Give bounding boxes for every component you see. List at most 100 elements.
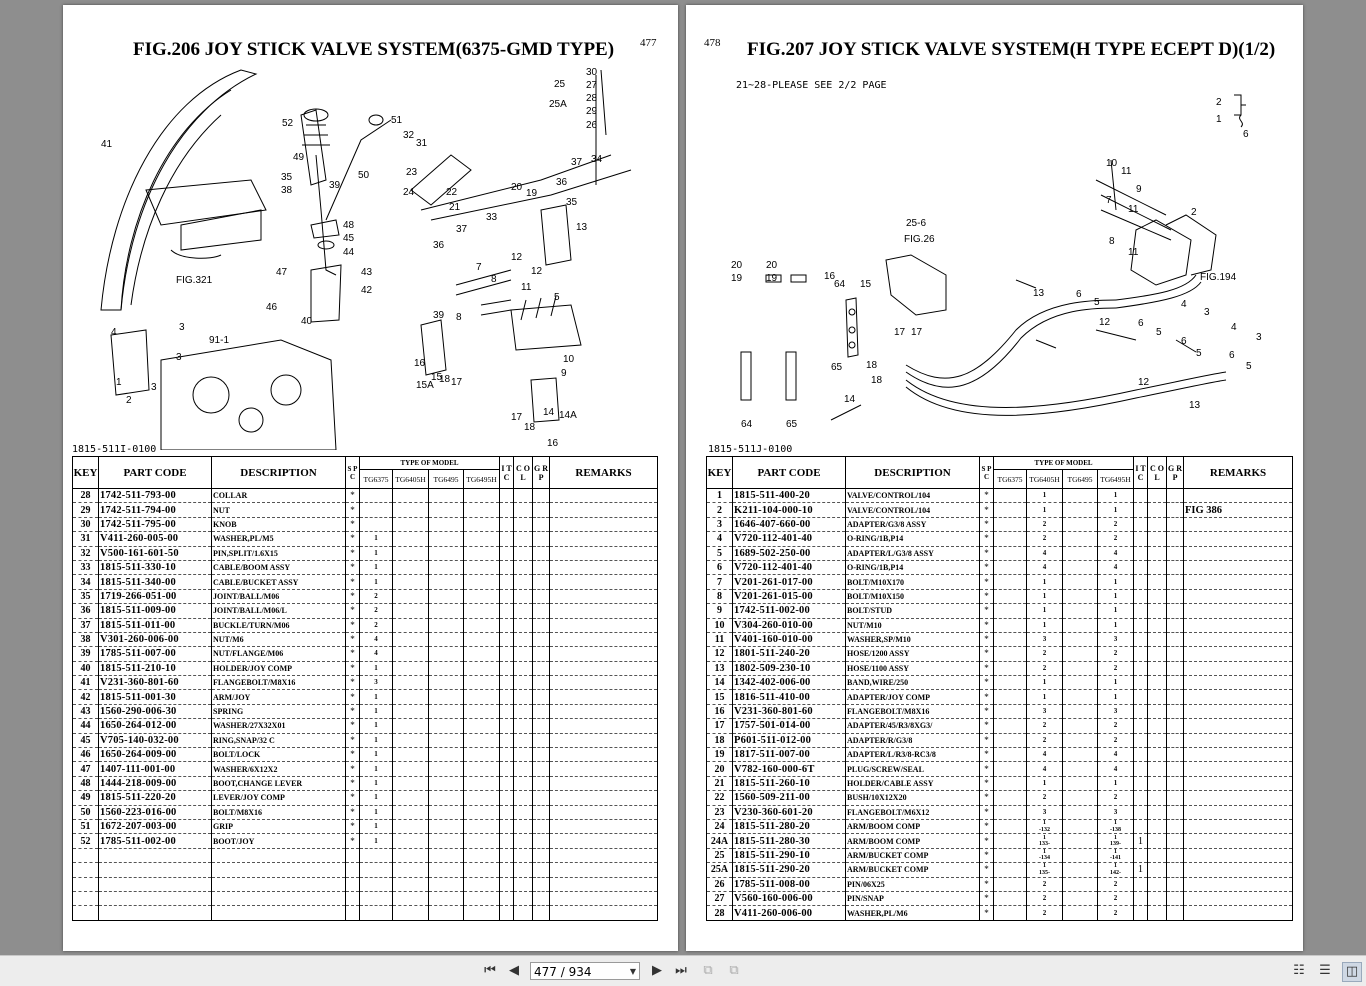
cell-code: 1650-264-009-00: [98, 747, 212, 762]
cell-q2-part: 1: [1043, 848, 1046, 855]
cell-desc: BOLT/STUD: [845, 603, 980, 619]
cell-rem: [1183, 747, 1294, 762]
cell-q4: [462, 775, 501, 791]
cell-empty: [1166, 574, 1185, 590]
single-page-view-icon[interactable]: ☷: [1293, 963, 1305, 978]
cell-itc: [499, 804, 515, 820]
cell-key: 33: [72, 559, 99, 575]
cell-empty: [1166, 488, 1185, 503]
cell-empty: [513, 833, 534, 849]
col-spc-header: S P C: [979, 456, 994, 489]
col-model-1-header: TG6375: [993, 469, 1027, 489]
two-page-view-icon[interactable]: ◫: [1342, 962, 1362, 982]
cell-spc: [345, 862, 360, 878]
cell-q3: [1062, 559, 1098, 575]
cell-desc: PLUG/SCREW/SEAL: [845, 761, 980, 777]
cell-rem: [1183, 818, 1294, 834]
continuous-view-icon[interactable]: ☰: [1319, 963, 1331, 978]
cell-empty: [1147, 603, 1168, 619]
cell-code: 1646-407-660-00: [732, 516, 846, 532]
col-key-header: KEY: [706, 456, 733, 489]
svg-text:34: 34: [591, 154, 603, 165]
cell-key: 21: [706, 775, 733, 791]
cell-desc: ARM/BUCKET COMP: [845, 847, 980, 863]
cell-empty: [532, 675, 551, 690]
cell-q3: [1062, 502, 1098, 518]
back-view-icon[interactable]: ⧉: [703, 963, 713, 978]
cell-desc: O-RING/1B,P14: [845, 559, 980, 575]
cell-q4: 2: [1096, 905, 1135, 921]
cell-rem: [1183, 559, 1294, 575]
previous-page-icon[interactable]: ◀: [509, 963, 519, 978]
cell-q4: [462, 516, 501, 532]
cell-q1: 2: [359, 617, 393, 633]
cell-empty: [1147, 574, 1168, 590]
next-page-icon[interactable]: ▶: [652, 963, 662, 978]
cell-q4: 2: [1096, 890, 1135, 906]
cell-key: 42: [72, 689, 99, 705]
cell-empty: [532, 703, 551, 719]
col-remarks-header: REMARKS: [549, 456, 659, 489]
cell-spc: *: [979, 675, 994, 690]
cell-q1: [993, 588, 1027, 604]
cell-code: 1785-511-002-00: [98, 833, 212, 849]
cell-desc: WASHER,PL/M5: [211, 531, 346, 547]
cell-spc: *: [345, 516, 360, 532]
cell-q1: [993, 516, 1027, 532]
cell-itc: [499, 660, 515, 676]
forward-view-icon[interactable]: ⧉: [729, 963, 739, 978]
cell-q4: 3: [1096, 631, 1135, 647]
cell-desc: NUT: [211, 502, 346, 518]
cell-desc: PIN/SNAP: [845, 890, 980, 906]
cell-empty: [513, 890, 534, 906]
svg-text:35: 35: [281, 172, 293, 183]
cell-code: V231-360-801-60: [732, 703, 846, 719]
cell-q4: [462, 660, 501, 676]
cell-key: [72, 847, 99, 863]
cell-q3: [1062, 862, 1098, 878]
cell-key: 15: [706, 689, 733, 705]
left-fig-ref: FIG.321: [176, 275, 213, 286]
cell-desc: ADAPTER/L/R3/8-RC3/8: [845, 747, 980, 762]
cell-empty: [1166, 761, 1185, 777]
cell-q4: [462, 747, 501, 762]
cell-desc: NUT/FLANGE/M06: [211, 646, 346, 662]
svg-text:15: 15: [860, 279, 872, 290]
cell-empty: [532, 559, 551, 575]
cell-q3: [1062, 761, 1098, 777]
cell-code: 1815-511-290-20: [732, 862, 846, 878]
first-page-icon[interactable]: ⏮: [484, 963, 496, 978]
cell-q4: 3: [1096, 703, 1135, 719]
cell-code: K211-104-000-10: [732, 502, 846, 518]
cell-code: 1742-511-793-00: [98, 488, 212, 503]
cell-empty: [1147, 675, 1168, 690]
cell-q2: 1: [1026, 502, 1063, 518]
cell-empty: [532, 588, 551, 604]
cell-rem: [549, 761, 659, 777]
cell-empty: [532, 790, 551, 806]
last-page-icon[interactable]: ⏭: [675, 963, 687, 978]
cell-q4: 2: [1096, 646, 1135, 662]
cell-empty: [532, 631, 551, 647]
cell-q3: [428, 559, 464, 575]
cell-q1: [993, 660, 1027, 676]
cell-q3: [1062, 775, 1098, 791]
chevron-down-icon: ▼: [629, 967, 636, 976]
cell-rem: [1183, 718, 1294, 734]
cell-desc: ADAPTER/R/G3/8: [845, 732, 980, 748]
svg-text:18: 18: [871, 375, 883, 386]
right-fig-ref3: FIG.194: [1200, 272, 1237, 283]
left-fig-ref2: 91-1: [209, 335, 229, 346]
page-number-select[interactable]: 477 / 934 ▼: [530, 962, 640, 980]
